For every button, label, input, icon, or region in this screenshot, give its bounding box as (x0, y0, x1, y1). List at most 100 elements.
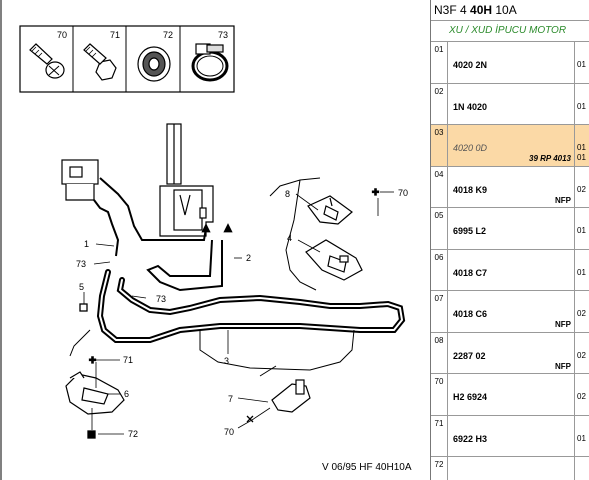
part-index: 06 (431, 249, 448, 290)
part-quantity: 02 (574, 166, 589, 207)
part-reference: 2287 02 (453, 350, 486, 361)
part-qty-value: 01 (577, 267, 586, 277)
part-qty-value: 02 (577, 309, 586, 318)
header-code-b: 40H (470, 3, 493, 17)
part-row[interactable]: 06 4018 C7 01 (431, 249, 589, 291)
inset-label-73: 73 (218, 30, 228, 40)
part-qty-value: 02 (577, 392, 586, 401)
part-index: 03 (431, 125, 448, 166)
part-reference: 6995 L2 (453, 226, 487, 236)
parts-list-panel: N3F 4 40H 10A XU / XUD İPUCU MOTOR 01 402… (430, 0, 589, 480)
part-quantity (574, 457, 589, 480)
part-index: 01 (431, 42, 448, 83)
part-reference: 4018 C7 (453, 267, 488, 278)
inset-label-72: 72 (163, 30, 173, 40)
filter-assembly (159, 123, 214, 237)
part-row[interactable]: 05 6995 L2 01 (431, 208, 589, 250)
part-index: 02 (431, 83, 448, 124)
callout-plus-70: + (372, 185, 379, 199)
callout-2: 2 (246, 253, 251, 263)
part-reference: 4020 0D (453, 143, 488, 153)
callout-72: 72 (128, 429, 138, 439)
grommet-icon (137, 46, 171, 82)
parts-diagram: 70 71 72 73 (0, 0, 412, 480)
part-quantity: 01 (574, 83, 589, 124)
callout-plus-71: + (89, 353, 96, 367)
callout-70-bottom: 70 (224, 427, 234, 437)
part-reference: 1N 4020 (453, 101, 488, 112)
part-index: 08 (431, 332, 448, 373)
callout-1: 1 (84, 239, 89, 249)
part-reference: 4018 K9 (453, 184, 488, 195)
inset-label-71: 71 (110, 30, 120, 40)
hose-clamp-icon (191, 43, 229, 82)
part-quantity: 01 (574, 249, 589, 290)
callout-73-left: 73 (76, 259, 86, 269)
reservoir (61, 159, 99, 201)
part-quantity: 01 (574, 42, 589, 83)
small-parts-inset: 70 71 72 73 (19, 25, 235, 93)
part-row[interactable]: 01 4020 2N 01 (431, 42, 589, 84)
part-note: NFP (555, 361, 571, 371)
main-return-pipe (96, 269, 406, 343)
part-note: NFP (555, 195, 571, 205)
panel-subheader: XU / XUD İPUCU MOTOR (431, 21, 589, 42)
part-quantity: 02 (574, 332, 589, 373)
callout-71: 71 (123, 355, 133, 365)
callout-70-top: 70 (398, 188, 408, 198)
callout-4: 4 (287, 233, 292, 243)
pipe-network (93, 177, 223, 292)
part-row[interactable]: 70 H2 6924 02 (431, 374, 589, 416)
callout-labels: 8 70 4 1 73 2 5 73 3 71 6 7 70 72 (76, 188, 408, 439)
callout-5: 5 (79, 282, 84, 292)
bolt-icon (83, 43, 117, 81)
part-index: 07 (431, 291, 448, 332)
part-quantity: 02 (574, 291, 589, 332)
part-index: 70 (431, 374, 448, 415)
part-index: 71 (431, 415, 448, 456)
part-quantity: 01 (574, 208, 589, 249)
part-quantity: 01 (574, 415, 589, 456)
part-quantity: 02 (574, 374, 589, 415)
callout-73-mid: 73 (156, 294, 166, 304)
part-reference: 6922 H3 (453, 433, 488, 444)
header-code-a: N3F 4 (434, 3, 471, 17)
part-row[interactable]: 72 (431, 457, 589, 480)
leader-lines (83, 191, 394, 435)
part-row[interactable]: 02 1N 4020 01 (431, 83, 589, 125)
part-row[interactable]: 04 4018 K9 NFP 02 (431, 166, 589, 208)
part-reference: 4020 2N (453, 60, 488, 70)
part-qty-value-2: 01 (577, 153, 586, 162)
part-qty-value: 01 (577, 101, 586, 111)
part-row[interactable]: 71 6922 H3 01 (431, 415, 589, 457)
panel-header: N3F 4 40H 10A (431, 0, 589, 21)
part-qty-value: 01 (577, 60, 586, 69)
part-index: 05 (431, 208, 448, 249)
part-qty-value: 02 (577, 350, 586, 360)
bracket-6 (65, 371, 125, 415)
part-note: NFP (555, 320, 571, 329)
callout-8: 8 (285, 189, 290, 199)
part-index: 04 (431, 166, 448, 207)
part-qty-value: 01 (577, 226, 586, 235)
inset-label-70: 70 (57, 30, 67, 40)
part-row[interactable]: 07 4018 C6 NFP 02 (431, 291, 589, 333)
part-row[interactable]: 08 2287 02 NFP 02 (431, 332, 589, 374)
part-index: 72 (431, 457, 448, 480)
diagram-footer: V 06/95 HF 40H10A (322, 462, 412, 473)
callout-6: 6 (124, 389, 129, 399)
bracket-4 (305, 239, 363, 281)
bracket-8 (307, 195, 353, 225)
callout-7: 7 (228, 394, 233, 404)
part-reference: 4018 C6 (453, 309, 488, 319)
part-qty-value: 01 (577, 433, 586, 443)
screw-icon (29, 43, 65, 79)
part-qty-value: 02 (577, 184, 586, 194)
part-reference: H2 6924 (453, 392, 488, 402)
bracket-7 (271, 379, 311, 413)
engine-contour (69, 177, 355, 377)
callout-3: 3 (224, 356, 229, 366)
